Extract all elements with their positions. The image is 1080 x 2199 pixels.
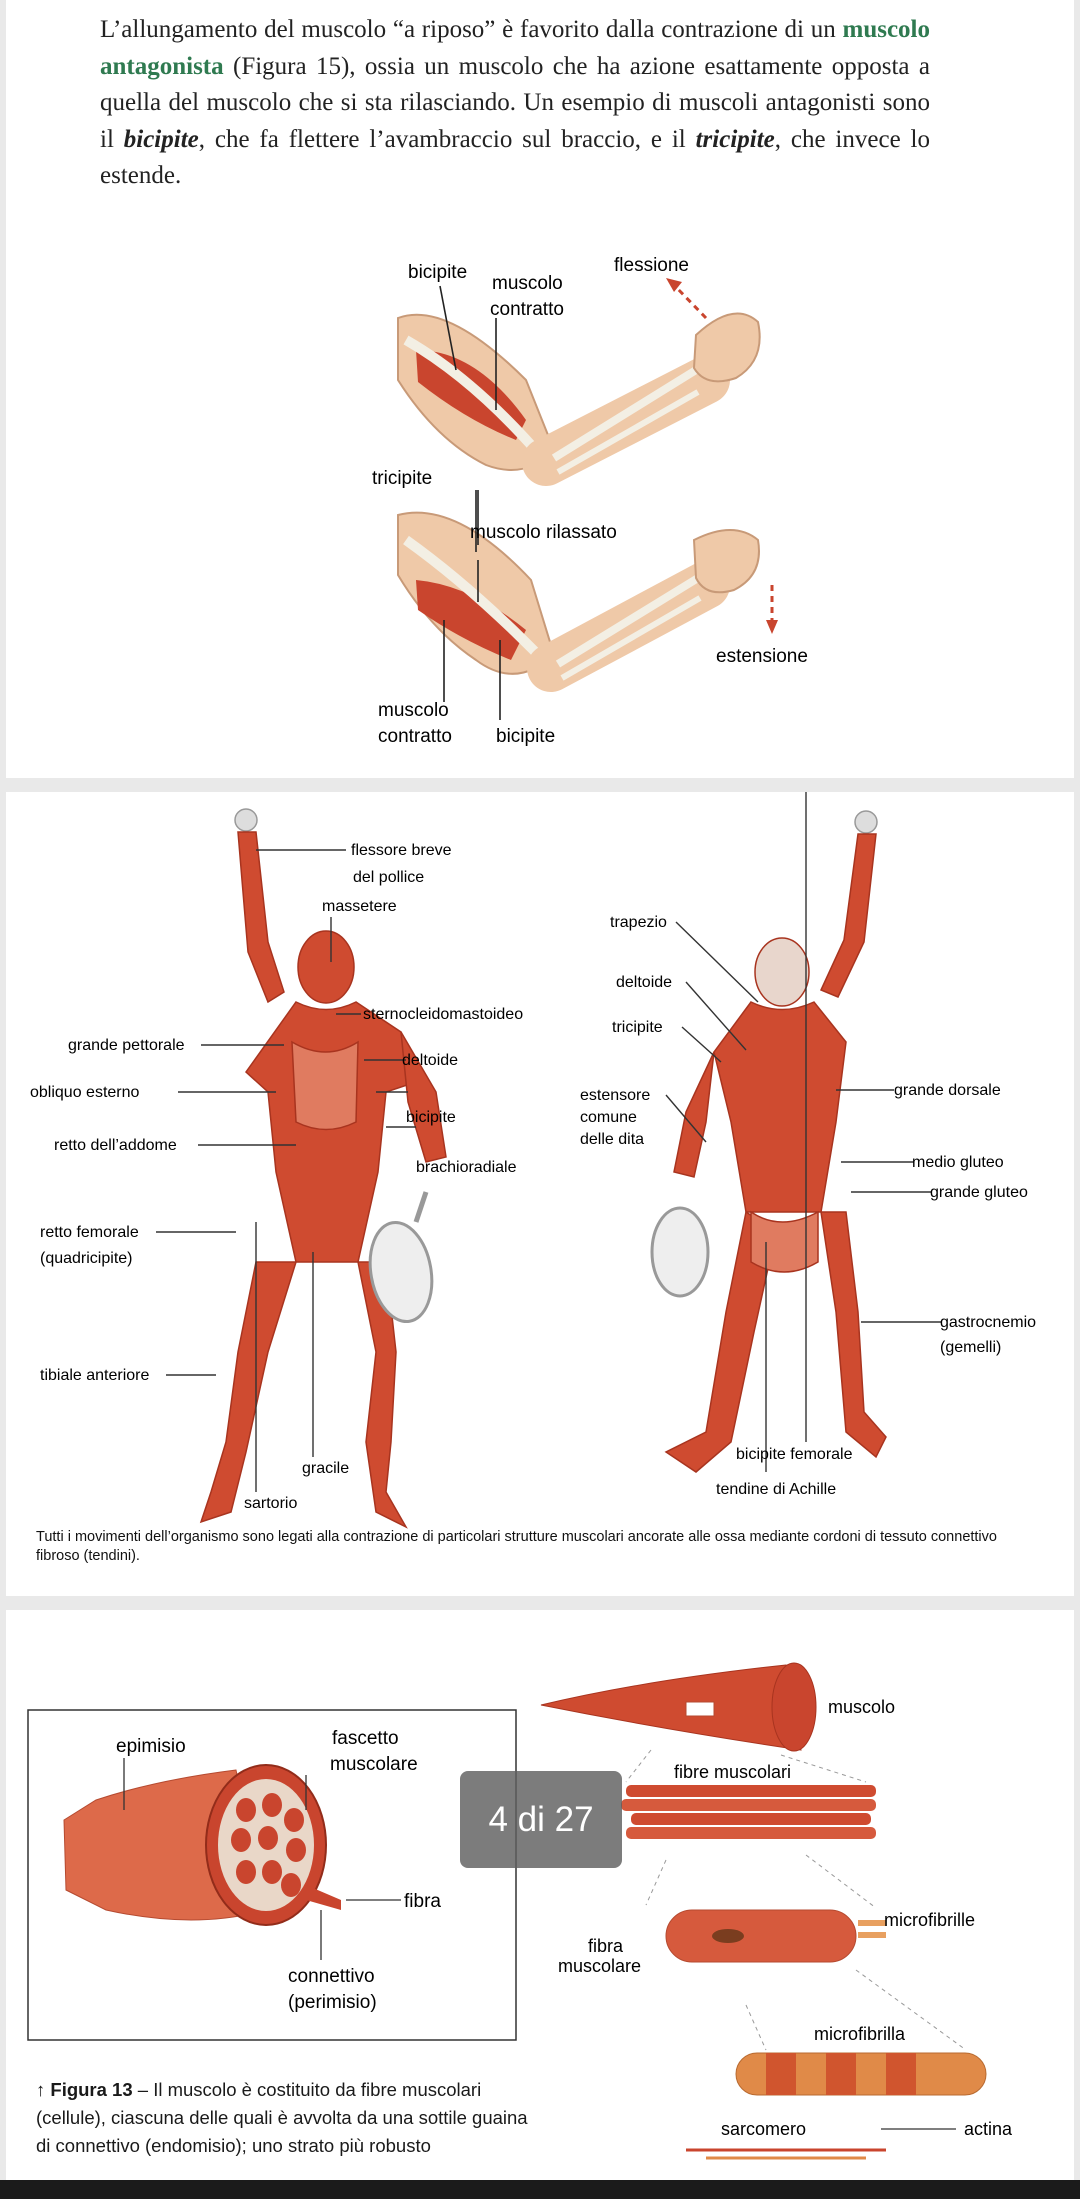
label-tibiale-anteriore: tibiale anteriore <box>40 1367 150 1384</box>
label-massetere: massetere <box>322 898 397 915</box>
label-muscolo: muscolo <box>492 273 563 294</box>
system-nav-bar <box>0 2180 1080 2199</box>
label-grande-pettorale: grande pettorale <box>68 1037 185 1054</box>
label-perimisio: (perimisio) <box>288 1992 377 2013</box>
label-bicipite-femorale: bicipite femorale <box>736 1446 853 1463</box>
label-medio-gluteo: medio gluteo <box>912 1154 1004 1171</box>
label-flessione: flessione <box>614 255 689 276</box>
label-brachioradiale: brachioradiale <box>416 1159 517 1176</box>
panel-muscle-structure: epimisio fascetto muscolare fibra connet… <box>6 1610 1074 2180</box>
label-deltoide: deltoide <box>616 974 672 991</box>
whole-muscle <box>540 1664 802 1751</box>
label-sternocleidomastoideo: sternocleidomastoideo <box>363 1006 523 1023</box>
label-grande-dorsale: grande dorsale <box>894 1082 1001 1099</box>
label-fibra: fibra <box>404 1891 441 1912</box>
caption-text: – Il muscolo è costituito da fibre musco… <box>36 2079 528 2156</box>
inset-frame <box>27 1709 517 2041</box>
label-estensore: estensore <box>580 1087 650 1104</box>
term-muscolo-antagonista: muscolo antagonista <box>100 16 930 80</box>
microfibril <box>735 2052 987 2096</box>
body-muscles-illustration: flessore breve del pollice massetere ste… <box>30 792 1036 1529</box>
page-indicator-badge: 4 di 27 <box>460 1771 622 1868</box>
label-gracile: gracile <box>302 1460 349 1477</box>
label-grande-gluteo: grande gluteo <box>930 1184 1028 1201</box>
term-tricipite: tricipite <box>695 125 775 153</box>
label-tricipite: tricipite <box>612 1019 663 1036</box>
label-retto-femorale: retto femorale <box>40 1224 139 1241</box>
single-fiber <box>665 1909 857 1963</box>
figure-caption: Tutti i movimenti dell’organismo sono le… <box>36 1529 997 1564</box>
label-fibre-muscolari: fibre muscolari <box>674 1762 791 1782</box>
label-muscolare: muscolare <box>558 1956 641 1976</box>
label-fascetto: fascetto <box>332 1728 399 1749</box>
figure-13-caption: ↑ Figura 13 – Il muscolo è costituito da… <box>36 2076 536 2160</box>
label-deltoide: deltoide <box>402 1052 458 1069</box>
label-muscolo: muscolo <box>828 1697 895 1717</box>
arm-flexion-extension-illustration: bicipite muscolo contratto flessione tri… <box>372 255 808 747</box>
label-muscolo-rilassato: muscolo rilassato <box>470 522 617 543</box>
label-epimisio: epimisio <box>116 1736 186 1757</box>
paragraph-text: , che fa flettere l’avambraccio sul brac… <box>198 125 696 153</box>
label-sartorio: sartorio <box>244 1495 297 1512</box>
label-contratto: contratto <box>490 299 564 320</box>
caption-title: Figura 13 <box>50 2079 133 2100</box>
label-actina: actina <box>964 2119 1013 2139</box>
label-flessore-breve: flessore breve <box>351 842 452 859</box>
paragraph-text: (Figura 15), ossia un muscolo che ha azi… <box>100 52 930 153</box>
paragraph-text: , che invece lo estende. <box>100 125 930 190</box>
body-paragraph: L’allungamento del muscolo “a riposo” è … <box>100 12 930 195</box>
term-bicipite: bicipite <box>123 125 199 153</box>
label-gastrocnemio: gastrocnemio <box>940 1314 1036 1331</box>
label-comune: comune <box>580 1109 637 1126</box>
arm-flexed <box>397 312 761 486</box>
label-tricipite: tricipite <box>372 468 432 489</box>
label-microfibrille: microfibrille <box>884 1910 975 1930</box>
label-del-pollice: del pollice <box>353 869 424 886</box>
back-muscle-figure <box>664 810 887 1473</box>
flexion-arrow <box>672 283 708 320</box>
label-connettivo: connettivo <box>288 1966 375 1987</box>
label-tendine-achille: tendine di Achille <box>716 1481 836 1498</box>
label-fibra: fibra <box>588 1936 624 1956</box>
muscle-structure-illustration: epimisio fascetto muscolare fibra connet… <box>27 1662 1013 2160</box>
panel-antagonist-muscles: L’allungamento del muscolo “a riposo” è … <box>6 0 1074 778</box>
paragraph-text: L’allungamento del muscolo “a riposo” è … <box>100 16 843 43</box>
label-trapezio: trapezio <box>610 914 667 931</box>
label-sarcomero: sarcomero <box>721 2119 806 2139</box>
label-gemelli: (gemelli) <box>940 1339 1001 1356</box>
arm-extended <box>397 511 760 692</box>
muscle-cross-section <box>63 1764 341 1926</box>
racket-icon <box>368 1220 434 1324</box>
label-obliquo-esterno: obliquo esterno <box>30 1084 140 1101</box>
label-bicipite: bicipite <box>496 726 555 747</box>
panel-body-muscles: flessore breve del pollice massetere ste… <box>6 792 1074 1596</box>
caption-marker-icon: ↑ <box>36 2079 46 2100</box>
label-quadricipite: (quadricipite) <box>40 1250 132 1267</box>
front-muscle-figure <box>199 808 447 1529</box>
label-bicipite: bicipite <box>408 262 467 283</box>
muscle-fibers <box>621 1785 876 1839</box>
label-retto-addome: retto dell’addome <box>54 1137 177 1154</box>
label-bicipite: bicipite <box>406 1109 456 1126</box>
label-contratto: contratto <box>378 726 452 747</box>
label-muscolo: muscolo <box>378 700 449 721</box>
label-microfibrilla: microfibrilla <box>814 2024 906 2044</box>
racket-icon <box>650 1206 710 1298</box>
label-muscolare: muscolare <box>330 1754 418 1775</box>
label-estensione: estensione <box>716 646 808 667</box>
label-delle-dita: delle dita <box>580 1131 644 1148</box>
